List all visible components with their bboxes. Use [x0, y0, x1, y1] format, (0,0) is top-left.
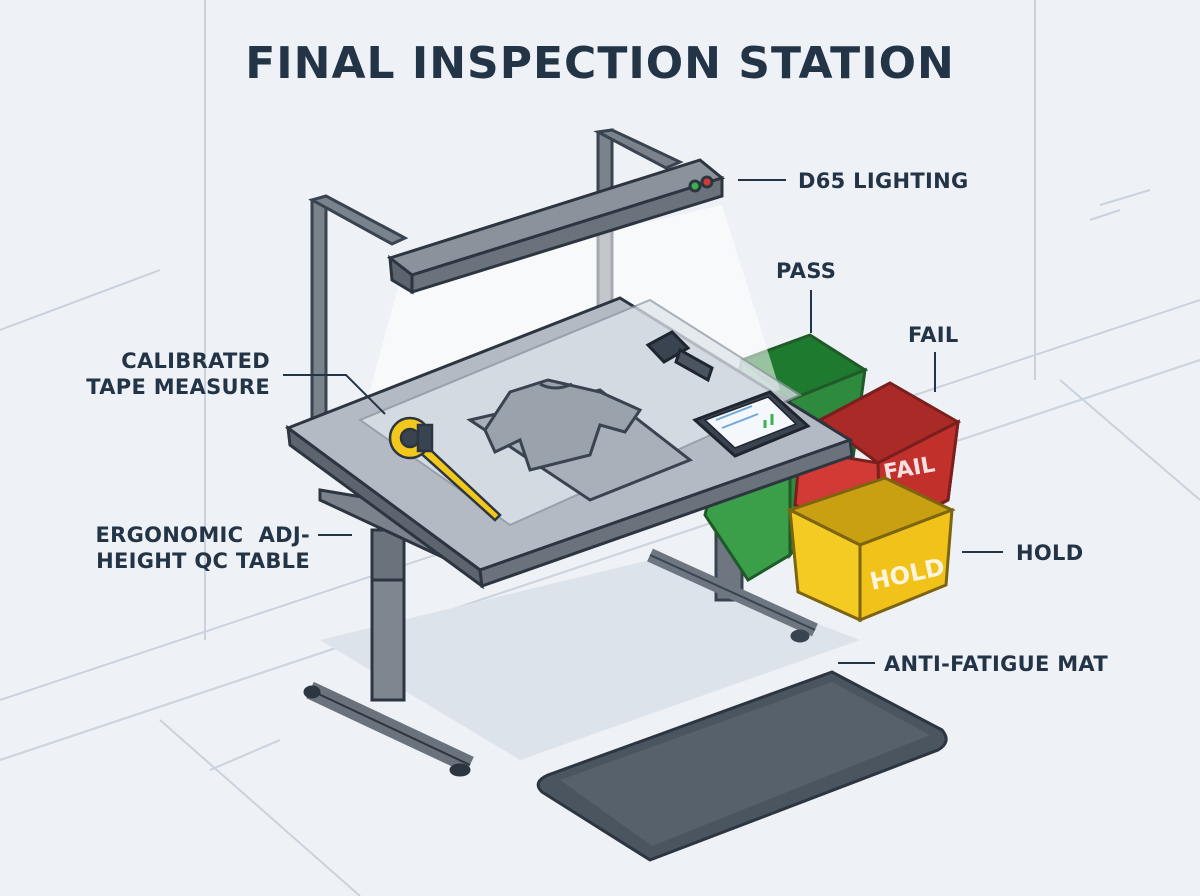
garment — [466, 378, 693, 502]
callout-table-line-2: HEIGHT QC TABLE — [96, 549, 310, 573]
callout-tape-line-2: TAPE MEASURE — [86, 375, 270, 399]
callout-table-line-1: ERGONOMIC ADJ- — [95, 523, 310, 547]
tape-measure — [388, 416, 502, 522]
callout-fail-bin: FAIL — [908, 323, 959, 347]
hold-bin — [786, 476, 956, 623]
callout-leaders — [283, 179, 1003, 664]
callout-tape-line-1: CALIBRATED — [121, 349, 270, 373]
callout-tape-measure: CALIBRATED TAPE MEASURE — [20, 348, 270, 400]
anti-fatigue-mat — [536, 670, 948, 862]
inspection-tablet — [692, 390, 811, 458]
page-title: FINAL INSPECTION STATION — [245, 38, 955, 89]
barcode-scanner — [645, 330, 714, 383]
callout-anti-fatigue-mat: ANTI-FATIGUE MAT — [884, 652, 1108, 676]
callout-qc-table: ERGONOMIC ADJ- HEIGHT QC TABLE — [10, 522, 310, 574]
d65-lamp — [386, 158, 726, 295]
callout-d65-lighting: D65 LIGHTING — [798, 169, 969, 193]
callout-pass-bin: PASS — [776, 259, 837, 283]
callout-hold-bin: HOLD — [1016, 541, 1084, 565]
table-shadow — [320, 560, 860, 760]
